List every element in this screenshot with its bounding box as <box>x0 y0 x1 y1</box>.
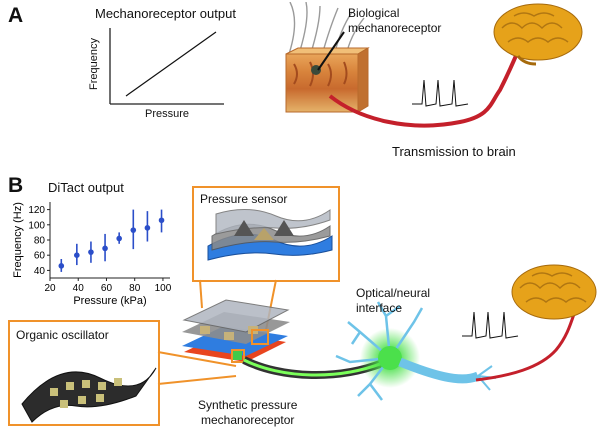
pressure-sensor-inset: Pressure sensor <box>192 186 340 282</box>
x-tick-label: 100 <box>155 283 172 294</box>
nerve-fiber-a <box>328 45 522 128</box>
nerve-fiber-b <box>475 313 576 382</box>
brain-icon-a <box>493 3 583 66</box>
data-point <box>102 245 108 252</box>
panel-a-chart-title: Mechanoreceptor output <box>95 6 236 21</box>
y-tick-label: 80 <box>34 236 46 247</box>
pressure-sensor-label: Pressure sensor <box>200 192 288 206</box>
organic-oscillator-illustration <box>21 367 157 423</box>
data-point <box>116 235 122 242</box>
y-axis-label: Frequency (Hz) <box>12 202 24 278</box>
interface-label-line2: interface <box>356 301 403 315</box>
data-point <box>130 227 137 233</box>
spike-train-a <box>412 79 469 107</box>
neuron-icon <box>335 301 497 401</box>
x-tick-label: 20 <box>44 283 56 294</box>
panel-b-chart-title: DiTact output <box>48 180 124 195</box>
x-axis-label: Pressure (kPa) <box>73 295 146 307</box>
brain-icon-b <box>511 264 597 320</box>
label-pointer <box>317 31 345 71</box>
organic-oscillator-label: Organic oscillator <box>16 328 109 342</box>
synthetic-label-line1: Synthetic pressure <box>198 398 298 412</box>
biological-label-line2: mechanoreceptor <box>348 21 442 35</box>
data-point <box>144 225 151 231</box>
x-tick-label: 80 <box>129 283 141 294</box>
interface-label-line1: Optical/neural <box>356 286 431 300</box>
panel-a-x-label: Pressure <box>145 108 190 120</box>
pressure-sensor-illustration <box>207 209 333 261</box>
synthetic-device-stack <box>182 299 290 363</box>
spike-train-b <box>462 311 519 339</box>
oscillator-connector-lines <box>157 351 237 385</box>
data-point <box>88 249 94 255</box>
y-tick-label: 60 <box>34 251 46 262</box>
panel-a-letter: A <box>8 4 24 27</box>
x-tick-label: 40 <box>73 283 85 294</box>
synthetic-label-line2: mechanoreceptor <box>201 413 295 427</box>
biological-mechanoreceptor-label: Biological mechanoreceptor <box>348 6 441 36</box>
optical-interface-label: Optical/neural interface <box>356 286 430 316</box>
transmission-label: Transmission to brain <box>392 144 516 159</box>
x-tick-label: 60 <box>101 283 113 294</box>
y-tick-label: 100 <box>28 220 45 231</box>
y-tick-label: 120 <box>28 205 45 216</box>
synthetic-mechanoreceptor-label: Synthetic pressure mechanoreceptor <box>198 398 297 428</box>
y-tick-label: 40 <box>34 266 46 277</box>
mechanoreceptor-chart <box>109 28 224 105</box>
data-point <box>158 217 165 224</box>
panel-b-letter: B <box>8 174 24 197</box>
data-point <box>58 263 65 269</box>
organic-oscillator-inset: Organic oscillator <box>8 320 160 426</box>
biological-label-line1: Biological <box>348 6 400 20</box>
series-line <box>125 31 217 97</box>
panel-a-y-label: Frequency <box>88 38 100 90</box>
data-point <box>74 252 80 258</box>
